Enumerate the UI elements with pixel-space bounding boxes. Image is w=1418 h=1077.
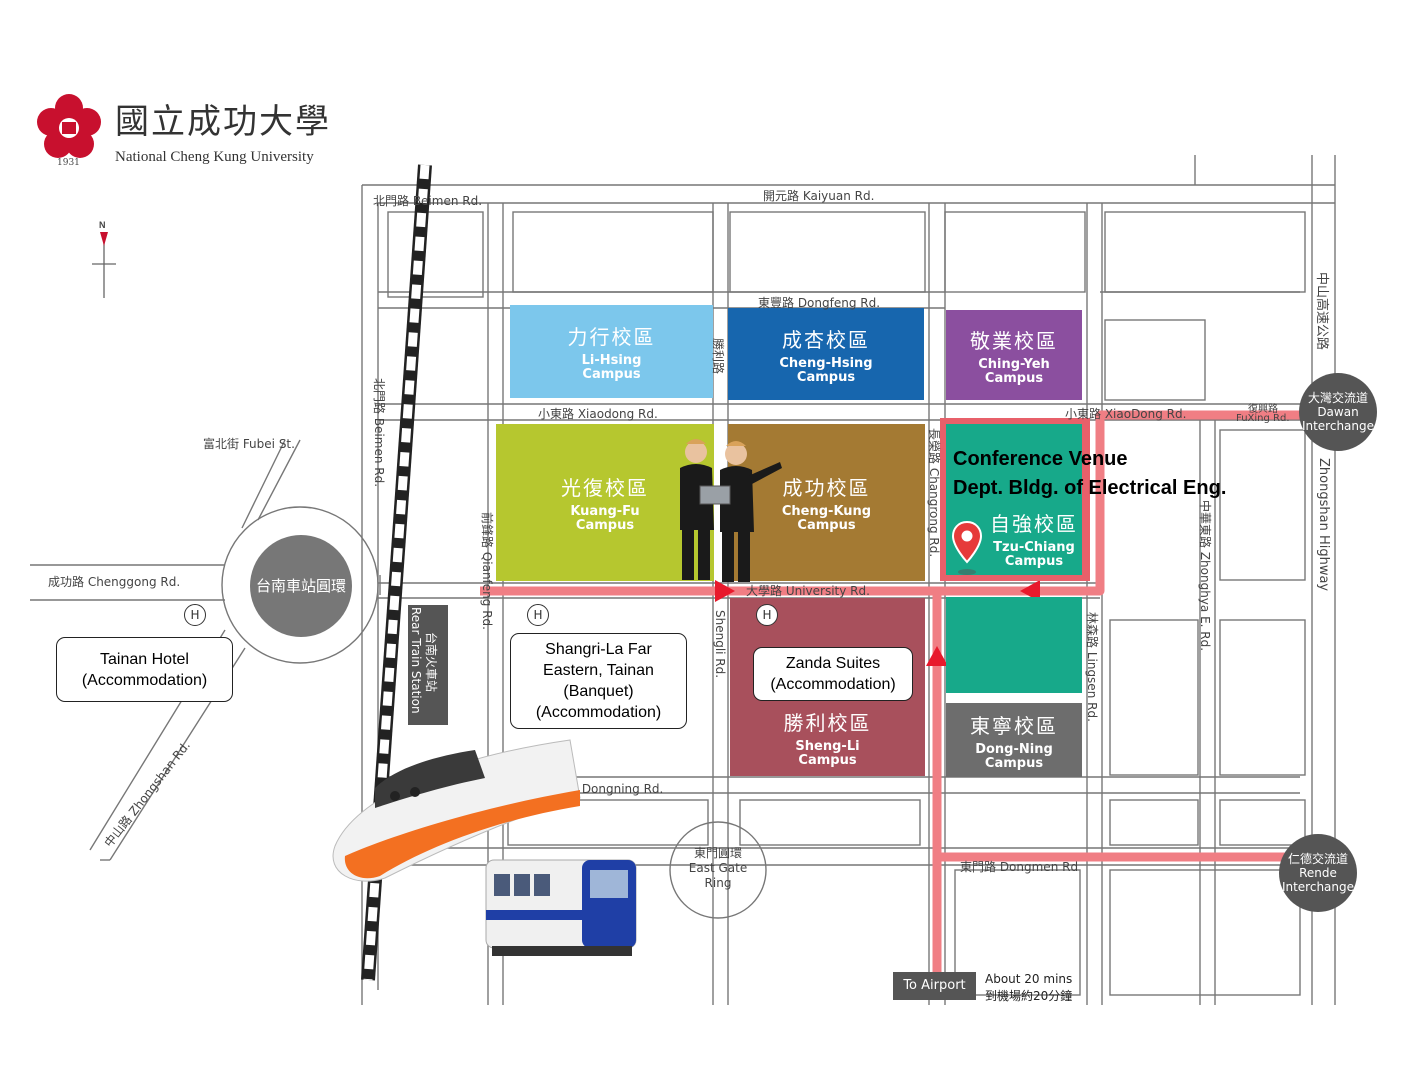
east-gate-en-1: East Gate bbox=[688, 861, 748, 875]
campus-en: Li-Hsing bbox=[581, 353, 642, 368]
campus-en-2: Campus bbox=[798, 753, 857, 768]
campus-en-2: Campus bbox=[797, 518, 856, 533]
rear-train-station-zh: 台南火車站 bbox=[424, 632, 438, 693]
road-label-fubei: 富北街 Fubei St. bbox=[203, 437, 295, 451]
campus-tzu-chiang[interactable]: 自強校區 Tzu-Chiang Campus bbox=[946, 424, 1082, 575]
interchange-dawan[interactable]: 大灣交流道 Dawan Interchange bbox=[1299, 373, 1377, 451]
tainan-station-roundabout[interactable] bbox=[250, 535, 352, 637]
east-gate-zh: 東門圓環 bbox=[693, 846, 742, 860]
campus-en-2: Campus bbox=[984, 755, 1044, 771]
campus-en-2: Campus bbox=[984, 370, 1044, 386]
road-label-university: 大學路 University Rd. bbox=[746, 584, 870, 598]
campus-en: Dong-Ning bbox=[975, 741, 1053, 757]
university-name-en: National Cheng Kung University bbox=[115, 149, 314, 165]
road-label-qianfeng: 前鋒路 Qianfeng Rd. bbox=[480, 512, 494, 630]
east-gate-ring[interactable]: 東門圓環 East Gate Ring bbox=[684, 846, 752, 891]
road-label-zhongshan-hwy-zh: 中山高速公路 bbox=[1314, 272, 1329, 351]
campus-kuang-fu[interactable]: 光復校區 Kuang-Fu Campus bbox=[496, 424, 714, 581]
campus-zh: 成功校區 bbox=[782, 476, 871, 500]
hotel-purpose: (Accommodation) bbox=[81, 671, 208, 689]
campus-en: Cheng-Hsing bbox=[779, 355, 873, 371]
road-label-lingsen: 林森路 Lingsen Rd. bbox=[1085, 612, 1099, 722]
hotel-purpose: (Banquet) bbox=[563, 683, 634, 700]
airport-time-zh: 到機場約20分鐘 bbox=[985, 989, 1073, 1003]
campus-dong-ning[interactable]: 東寧校區 Dong-Ning Campus bbox=[946, 703, 1082, 777]
rear-train-station-sign bbox=[408, 605, 448, 725]
campus-zh: 東寧校區 bbox=[970, 713, 1058, 738]
high-speed-rail-train-illustration bbox=[332, 739, 581, 882]
hotel-name: Zanda Suites bbox=[785, 655, 881, 672]
hotel-icon[interactable]: H bbox=[527, 604, 549, 626]
road-label-xiaodong-left: 小東路 Xiaodong Rd. bbox=[538, 407, 658, 421]
road-label-fuxing-en: FuXing Rd. bbox=[1236, 413, 1290, 424]
road-label-beimen-top: 北門路 Beimen Rd. bbox=[373, 194, 483, 208]
campus-en: Kuang-Fu bbox=[570, 504, 640, 519]
hotel-icon[interactable]: H bbox=[184, 604, 206, 626]
hotel-purpose-2: (Accommodation) bbox=[535, 704, 662, 721]
road-label-kaiyuan: 開元路 Kaiyuan Rd. bbox=[763, 189, 875, 203]
ncku-emblem-icon bbox=[37, 94, 101, 158]
road-label-dongfeng: 東豐路 Dongfeng Rd. bbox=[758, 296, 881, 310]
hotel-name-2: Eastern, Tainan bbox=[543, 662, 654, 679]
location-pin-icon bbox=[952, 520, 982, 575]
campus-cheng-kung[interactable]: 成功校區 Cheng-Kung Campus bbox=[728, 424, 925, 581]
road-label-dongmen: 東門路 Dongmen Rd bbox=[960, 860, 1079, 874]
campus-zh: 成杏校區 bbox=[782, 327, 870, 352]
campus-zh: 自強校區 bbox=[990, 512, 1078, 536]
campus-cheng-hsing[interactable]: 成杏校區 Cheng-Hsing Campus bbox=[728, 308, 924, 400]
hotel-name: Tainan Hotel bbox=[100, 650, 189, 668]
hotel-icon[interactable]: H bbox=[756, 604, 778, 626]
hotel-name: Shangri-La Far bbox=[545, 641, 652, 658]
campus-en-2: Campus bbox=[1004, 554, 1064, 569]
campus-en: Tzu-Chiang bbox=[993, 540, 1075, 555]
interchange-en: Rende bbox=[1299, 866, 1337, 880]
road-label-zhongshan-hwy-en: Zhongshan Highway bbox=[1316, 458, 1331, 592]
road-label-zhonghua: 中華東路 Zhonghya E. Rd. bbox=[1198, 500, 1212, 652]
conference-venue-title: Conference Venue bbox=[953, 448, 1128, 470]
roundabout-label: 台南車站圓環 bbox=[255, 577, 346, 595]
campus-li-hsing[interactable]: 力行校區 Li-Hsing Campus bbox=[510, 305, 713, 398]
interchange-en-2: Interchange bbox=[1301, 419, 1375, 433]
campus-extra-block bbox=[946, 597, 1082, 693]
airport-time-en: About 20 mins bbox=[985, 972, 1073, 986]
east-gate-en-2: Ring bbox=[704, 876, 732, 890]
road-label-shengli-top: 勝利路 bbox=[711, 338, 725, 375]
road-label-chenggong: 成功路 Chenggong Rd. bbox=[48, 575, 181, 589]
campus-en: Ching-Yeh bbox=[978, 356, 1050, 372]
hotel-callout-zanda-suites[interactable]: Zanda Suites (Accommodation) bbox=[753, 647, 913, 701]
campus-zh: 力行校區 bbox=[567, 325, 656, 349]
campus-en-2: Campus bbox=[582, 367, 641, 382]
campus-ching-yeh[interactable]: 敬業校區 Ching-Yeh Campus bbox=[946, 310, 1082, 400]
university-logo: 1931 國立成功大學 National Cheng Kung Universi… bbox=[35, 92, 335, 172]
conference-venue-building: Dept. Bldg. of Electrical Eng. bbox=[953, 477, 1227, 499]
to-airport-button[interactable]: To Airport bbox=[893, 972, 976, 1000]
road-label-xiaodong-right: 小東路 XiaoDong Rd. bbox=[1065, 407, 1187, 421]
university-year: 1931 bbox=[57, 158, 80, 168]
university-name-zh: 國立成功大學 bbox=[115, 102, 331, 142]
road-label-dongning: 路 Dongning Rd. bbox=[566, 782, 664, 796]
campus-zh: 光復校區 bbox=[561, 476, 649, 500]
campus-en-2: Campus bbox=[575, 518, 635, 533]
campus-en: Cheng-Kung bbox=[781, 504, 872, 519]
hotel-callout-shangri-la[interactable]: Shangri-La Far Eastern, Tainan (Banquet)… bbox=[510, 633, 687, 729]
interchange-rende[interactable]: 仁德交流道 Rende Interchange bbox=[1279, 834, 1357, 912]
rear-train-station-en: Rear Train Station bbox=[409, 607, 423, 714]
hotel-purpose: (Accommodation) bbox=[770, 676, 896, 693]
road-label-shengli-side: Shengli Rd. bbox=[713, 610, 727, 679]
campus-en-2: Campus bbox=[796, 369, 856, 385]
interchange-zh: 仁德交流道 bbox=[1287, 852, 1348, 866]
local-train-illustration bbox=[485, 859, 637, 956]
road-label-fuxing: 復興路 bbox=[1248, 404, 1278, 415]
hotel-callout-tainan-hotel[interactable]: Tainan Hotel (Accommodation) bbox=[56, 637, 233, 702]
campus-zh: 敬業校區 bbox=[970, 328, 1058, 353]
compass-north-label: N bbox=[99, 220, 106, 230]
campus-zh: 勝利校區 bbox=[783, 711, 872, 735]
interchange-en: Dawan bbox=[1317, 405, 1359, 419]
road-label-beimen-side: 北門路 Beimen Rd. bbox=[372, 378, 386, 488]
campus-en: Sheng-Li bbox=[795, 739, 860, 754]
interchange-en-2: Interchange bbox=[1281, 880, 1355, 894]
road-label-changrong: 長榮路 Changrong Rd. bbox=[927, 428, 941, 558]
business-people-illustration bbox=[680, 439, 782, 582]
interchange-zh: 大灣交流道 bbox=[1307, 391, 1368, 405]
